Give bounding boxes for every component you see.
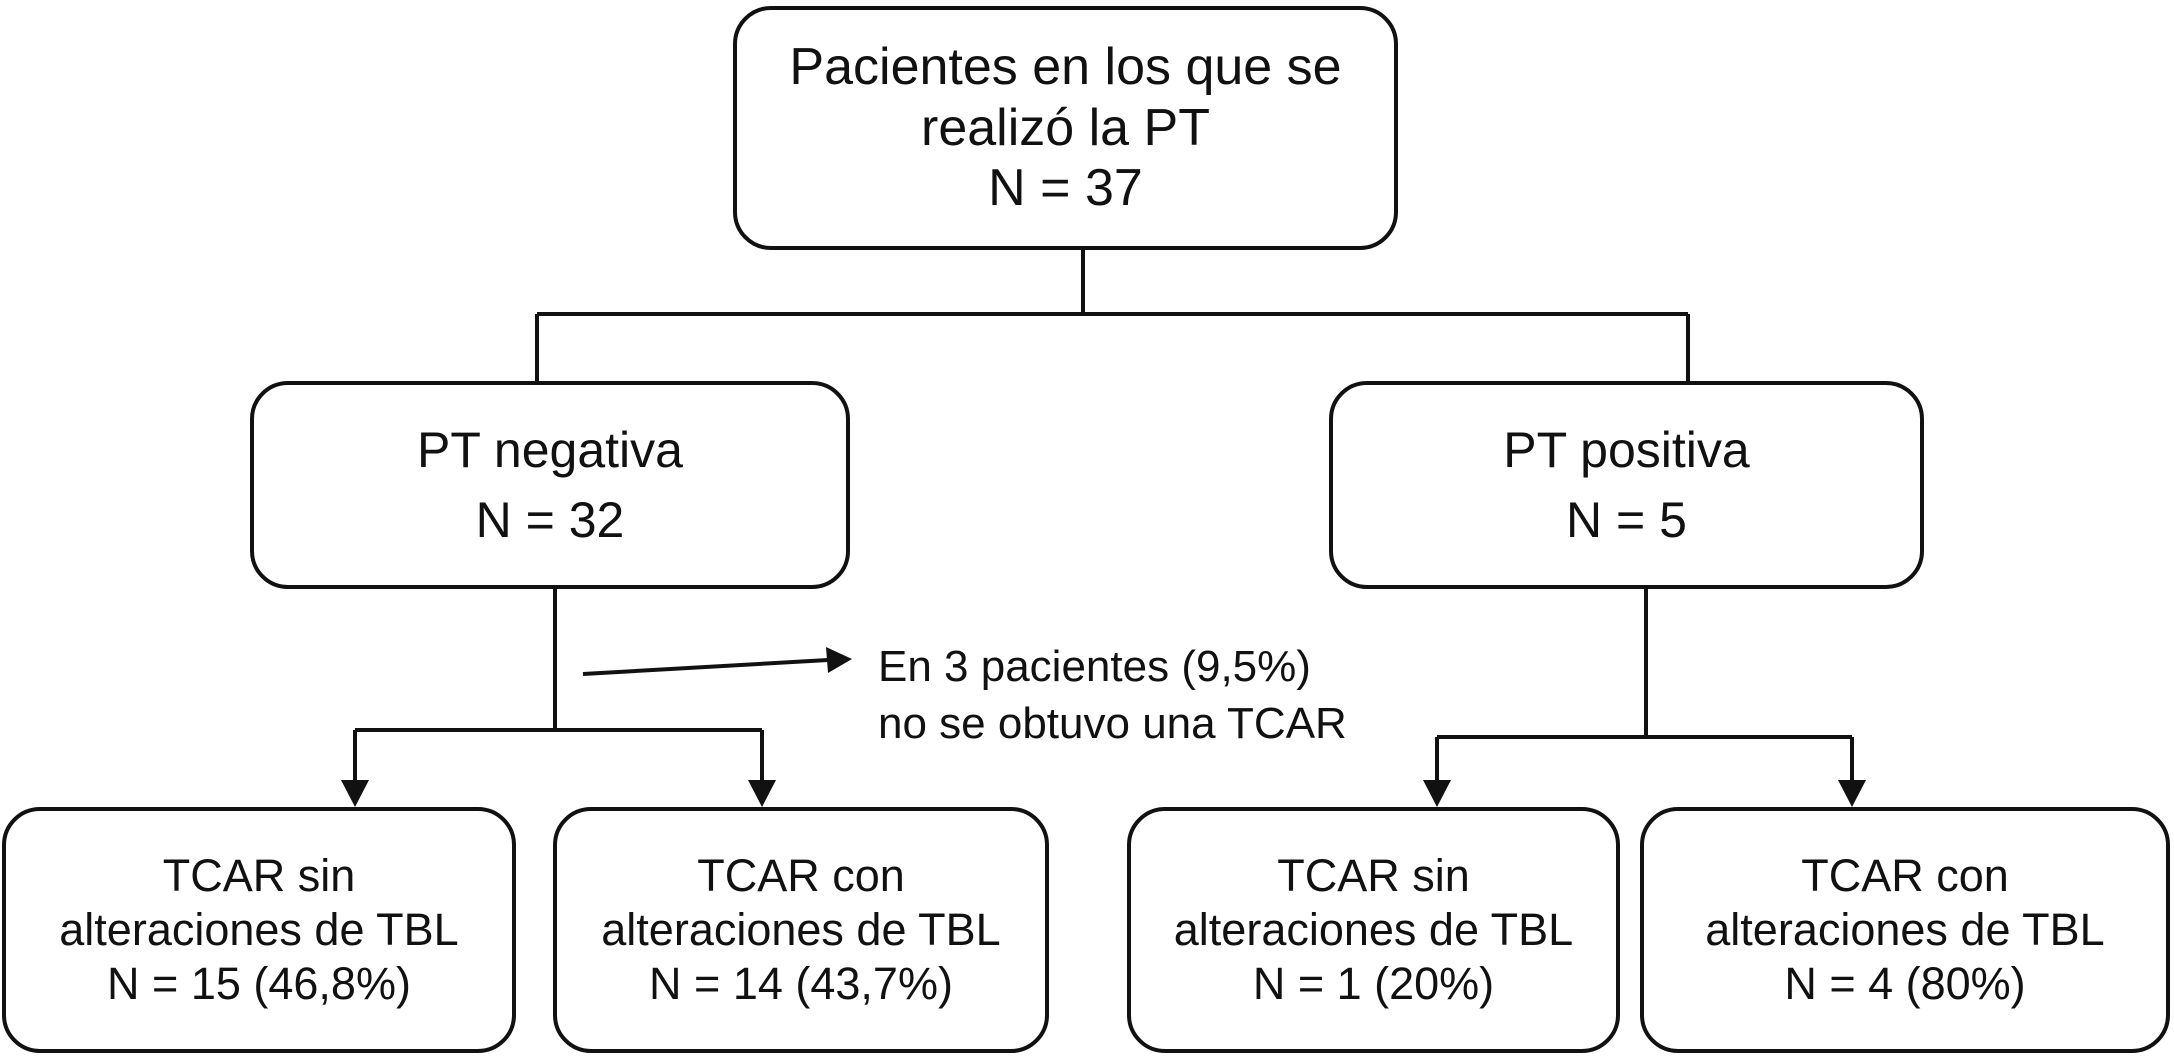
root-node-line1: Pacientes en los que se — [789, 37, 1342, 96]
exclusion-note-line1: En 3 pacientes (9,5%) — [878, 642, 1311, 691]
leaf-node-line1: TCAR sin — [162, 850, 356, 901]
exclusion-note: En 3 pacientes (9,5%) no se obtuvo una T… — [878, 638, 1347, 752]
leaf-node-count: N = 1 (20%) — [1252, 958, 1495, 1009]
arrowhead-leaf2 — [748, 780, 776, 807]
leaf-node-line2: alteraciones de TBL — [59, 904, 459, 955]
positive-node-count: N = 5 — [1566, 492, 1687, 548]
leaf-node-line2: alteraciones de TBL — [1705, 904, 2105, 955]
negative-node-count: N = 32 — [475, 492, 625, 548]
leaf-node-line2: alteraciones de TBL — [601, 904, 1001, 955]
arrowhead-leaf3 — [1423, 780, 1451, 807]
leaf-node-line1: TCAR sin — [1277, 850, 1470, 901]
root-node: Pacientes en los que se realizó la PT N … — [733, 6, 1398, 250]
positive-node: PT positiva N = 5 — [1329, 381, 1924, 589]
leaf-node-line1: TCAR con — [1801, 850, 2009, 901]
arrowhead-leaf4 — [1838, 780, 1866, 807]
negative-node-label: PT negativa — [417, 422, 683, 478]
exclusion-note-line2: no se obtuvo una TCAR — [878, 699, 1347, 749]
leaf-node-count: N = 15 (46,8%) — [107, 958, 411, 1009]
root-node-count: N = 37 — [988, 159, 1143, 218]
note-arrowhead — [826, 647, 852, 673]
arrowhead-leaf1 — [341, 780, 369, 807]
leaf-node-negative-without-alterations: TCAR sin alteraciones de TBL N = 15 (46,… — [2, 807, 516, 1053]
leaf-node-positive-without-alterations: TCAR sin alteraciones de TBL N = 1 (20%) — [1127, 807, 1620, 1053]
leaf-node-line1: TCAR con — [697, 850, 905, 901]
root-node-line2: realizó la PT — [921, 98, 1210, 157]
leaf-node-negative-with-alterations: TCAR con alteraciones de TBL N = 14 (43,… — [553, 807, 1049, 1053]
leaf-node-line2: alteraciones de TBL — [1173, 904, 1574, 955]
positive-node-label: PT positiva — [1503, 422, 1750, 478]
leaf-node-count: N = 14 (43,7%) — [649, 958, 953, 1009]
note-arrow-line — [582, 658, 829, 676]
leaf-node-count: N = 4 (80%) — [1784, 958, 2026, 1009]
negative-node: PT negativa N = 32 — [250, 381, 850, 589]
leaf-node-positive-with-alterations: TCAR con alteraciones de TBL N = 4 (80%) — [1640, 807, 2170, 1053]
